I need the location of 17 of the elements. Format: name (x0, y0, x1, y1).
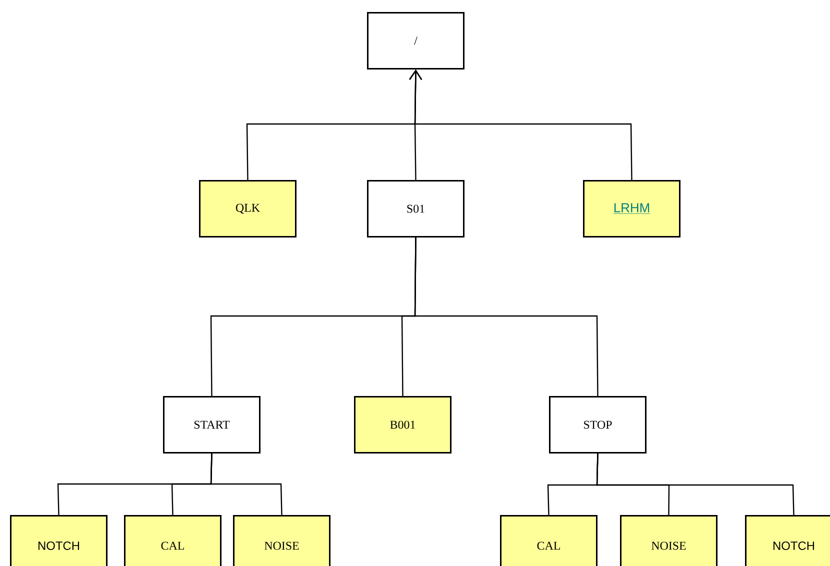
process-box: / (367, 12, 464, 70)
process-box: S01 (367, 180, 464, 238)
process-box: START (163, 396, 260, 454)
process-box: NOTCH (745, 515, 830, 566)
process-box: B001 (354, 396, 452, 454)
process-box: QLK (199, 180, 296, 238)
connector-line (210, 453, 282, 515)
connector-line (414, 237, 598, 396)
process-box: NOTCH (10, 515, 108, 566)
process-box: STOP (549, 396, 646, 454)
process-box: CAL (500, 515, 598, 566)
link-box: LRHM (583, 180, 680, 238)
process-box: CAL (124, 515, 222, 566)
connector-arrow (409, 70, 632, 180)
process-box: NOISE (233, 515, 330, 566)
connector-line (596, 453, 794, 515)
process-box: NOISE (620, 515, 718, 566)
